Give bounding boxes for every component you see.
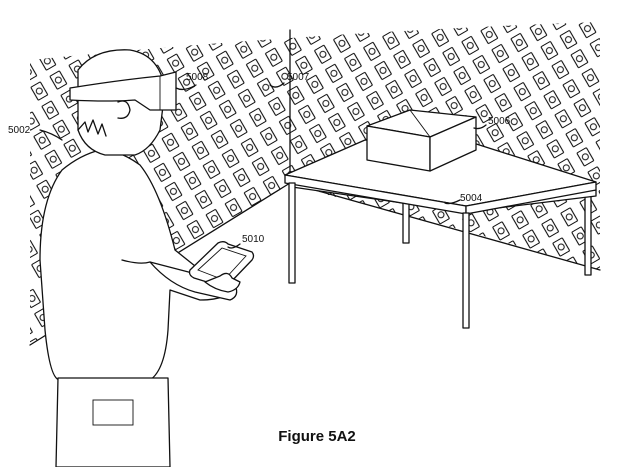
person-user	[39, 49, 238, 467]
label-user: 5002	[8, 125, 31, 136]
label-wall-pattern: 5007	[287, 72, 310, 83]
handheld-device	[188, 241, 255, 293]
figure-caption: Figure 5A2	[278, 428, 356, 445]
leader-lines	[39, 82, 487, 249]
label-box: 5006	[488, 116, 511, 127]
table	[284, 139, 597, 329]
label-handheld-device: 5010	[242, 234, 265, 245]
label-table: 5004	[460, 193, 483, 204]
box	[366, 109, 477, 172]
reference-labels: 5002 5008 5007 5006 5004 5010	[8, 72, 511, 245]
headset	[69, 71, 177, 111]
label-headset: 5008	[186, 72, 209, 83]
